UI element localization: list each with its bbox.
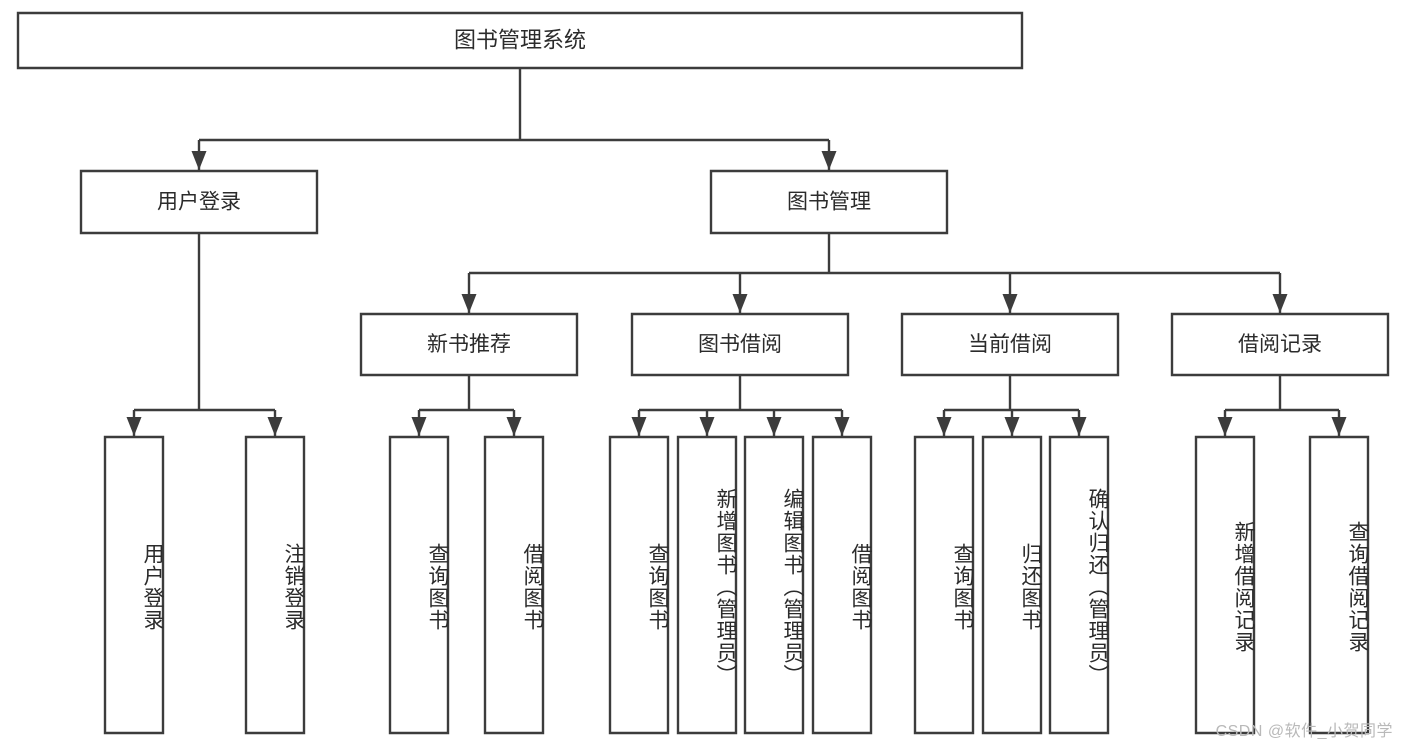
arrow-head-icon <box>1071 417 1087 436</box>
leaf-borrow-edit-book-box[interactable] <box>745 437 803 733</box>
connectors-layer <box>126 68 1347 436</box>
node-root-root-box[interactable] <box>18 13 1022 68</box>
leaf-recommend-borrow-book-box[interactable] <box>485 437 543 733</box>
leaf-borrow-borrow-book[interactable] <box>813 437 871 733</box>
node-user-login[interactable]: 用户登录 <box>81 171 317 233</box>
leaf-record-query[interactable] <box>1310 437 1368 733</box>
leaf-borrow-query-book-box[interactable] <box>610 437 668 733</box>
node-current-borrow-box[interactable] <box>902 314 1118 375</box>
node-root-root-label: 图书管理系统 <box>454 27 586 52</box>
arrow-head-icon <box>126 417 142 436</box>
arrow-head-icon <box>191 151 207 170</box>
leaf-recommend-query-book[interactable] <box>390 437 448 733</box>
arrow-head-icon <box>821 151 837 170</box>
watermark: CSDN @软件_小贺同学 <box>1215 723 1393 740</box>
node-current-borrow[interactable]: 当前借阅 <box>902 314 1118 375</box>
leaf-current-confirm-return[interactable] <box>1050 437 1108 733</box>
leaf-borrow-borrow-book-box[interactable] <box>813 437 871 733</box>
leaf-recommend-borrow-book[interactable] <box>485 437 543 733</box>
leaf-borrow-add-book[interactable] <box>678 437 736 733</box>
leaf-record-add-box[interactable] <box>1196 437 1254 733</box>
node-book-management-box[interactable] <box>711 171 947 233</box>
arrow-head-icon <box>732 294 748 313</box>
node-new-book-recommend[interactable]: 新书推荐 <box>361 314 577 375</box>
leaf-record-add[interactable] <box>1196 437 1254 733</box>
node-new-book-recommend-label: 新书推荐 <box>427 333 511 356</box>
leaf-current-query-book[interactable] <box>915 437 973 733</box>
leaf-user-login[interactable] <box>105 437 163 733</box>
node-new-book-recommend-box[interactable] <box>361 314 577 375</box>
arrow-head-icon <box>267 417 283 436</box>
arrow-head-icon <box>1331 417 1347 436</box>
arrow-head-icon <box>699 417 715 436</box>
node-current-borrow-label: 当前借阅 <box>968 333 1052 356</box>
leaf-current-return-book[interactable] <box>983 437 1041 733</box>
arrow-head-icon <box>631 417 647 436</box>
arrow-head-icon <box>506 417 522 436</box>
leaf-current-return-book-box[interactable] <box>983 437 1041 733</box>
leaf-current-confirm-return-box[interactable] <box>1050 437 1108 733</box>
leaf-record-query-box[interactable] <box>1310 437 1368 733</box>
node-book-borrow[interactable]: 图书借阅 <box>632 314 848 375</box>
node-root-root[interactable]: 图书管理系统 <box>18 13 1022 68</box>
node-borrow-record-label: 借阅记录 <box>1238 333 1322 356</box>
leaf-borrow-query-book[interactable] <box>610 437 668 733</box>
leaf-current-query-book-box[interactable] <box>915 437 973 733</box>
leaf-user-logout[interactable] <box>246 437 304 733</box>
node-user-login-label: 用户登录 <box>157 191 241 214</box>
arrow-head-icon <box>834 417 850 436</box>
arrow-head-icon <box>461 294 477 313</box>
leaf-user-logout-box[interactable] <box>246 437 304 733</box>
node-book-borrow-box[interactable] <box>632 314 848 375</box>
arrow-head-icon <box>1217 417 1233 436</box>
arrow-head-icon <box>1272 294 1288 313</box>
leaf-borrow-add-book-box[interactable] <box>678 437 736 733</box>
node-user-login-box[interactable] <box>81 171 317 233</box>
node-borrow-record-box[interactable] <box>1172 314 1388 375</box>
leaf-borrow-edit-book[interactable] <box>745 437 803 733</box>
leaf-user-login-box[interactable] <box>105 437 163 733</box>
arrow-head-icon <box>766 417 782 436</box>
leaf-recommend-query-book-box[interactable] <box>390 437 448 733</box>
arrow-head-icon <box>1002 294 1018 313</box>
arrow-head-icon <box>411 417 427 436</box>
node-borrow-record[interactable]: 借阅记录 <box>1172 314 1388 375</box>
node-book-borrow-label: 图书借阅 <box>698 333 782 356</box>
node-book-management-label: 图书管理 <box>787 191 871 214</box>
arrow-head-icon <box>936 417 952 436</box>
node-book-management[interactable]: 图书管理 <box>711 171 947 233</box>
arrow-head-icon <box>1004 417 1020 436</box>
